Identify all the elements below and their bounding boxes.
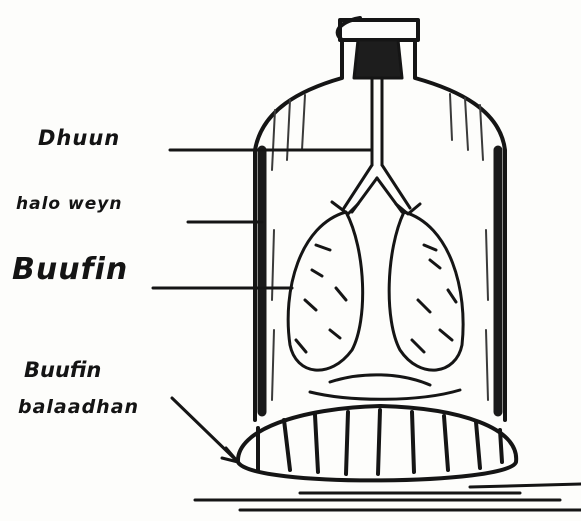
table-shading <box>195 484 581 510</box>
label-bronchi: halo weyn <box>16 196 122 213</box>
label-balloon-line1: Buufin <box>24 360 101 381</box>
windpipe-tube <box>344 78 410 212</box>
jar-wall-shading <box>262 150 498 412</box>
rubber-sheet <box>310 375 460 399</box>
stopper <box>354 40 402 78</box>
right-lung <box>389 212 463 370</box>
label-balloon-line2: balaadhan <box>18 398 139 417</box>
base-ring <box>238 406 516 480</box>
label-windpipe: Dhuun <box>38 128 120 149</box>
label-lungs: Buufin <box>12 255 128 285</box>
left-lung <box>288 212 363 370</box>
